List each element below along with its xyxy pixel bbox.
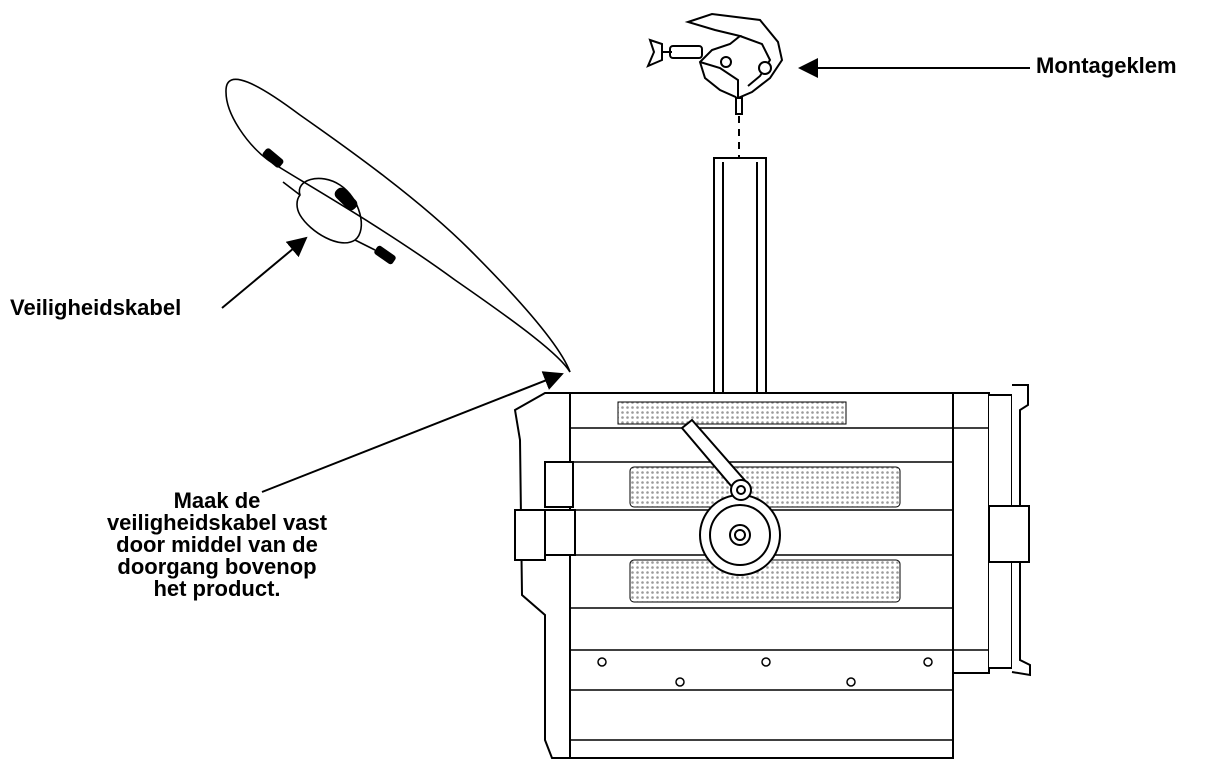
instruction-line: het product. (153, 576, 281, 601)
passthrough-callout-arrow (261, 371, 564, 493)
upper-vent-grille (629, 466, 901, 508)
top-vent-grille (617, 401, 847, 425)
mounting-clamp (646, 12, 784, 115)
cable-callout-arrow (221, 236, 308, 309)
cable-instruction-text: Maak de veiligheidskabel vast door midde… (56, 490, 378, 600)
instruction-line: doorgang bovenop (117, 554, 317, 579)
safety-cable (225, 78, 571, 373)
body-horizontal-panels (570, 427, 989, 741)
safety-cable-label: Veiligheidskabel (10, 295, 182, 320)
lock-lever (680, 418, 752, 501)
mounting-clamp-label: Montageklem (1036, 53, 1177, 78)
instruction-line: Maak de (173, 488, 261, 513)
screw (597, 657, 933, 687)
instruction-line: door middel van de (116, 532, 318, 557)
instruction-line: veiligheidskabel vast (106, 510, 328, 535)
cable-ferrule (262, 148, 396, 265)
yoke-pivot (699, 494, 781, 576)
